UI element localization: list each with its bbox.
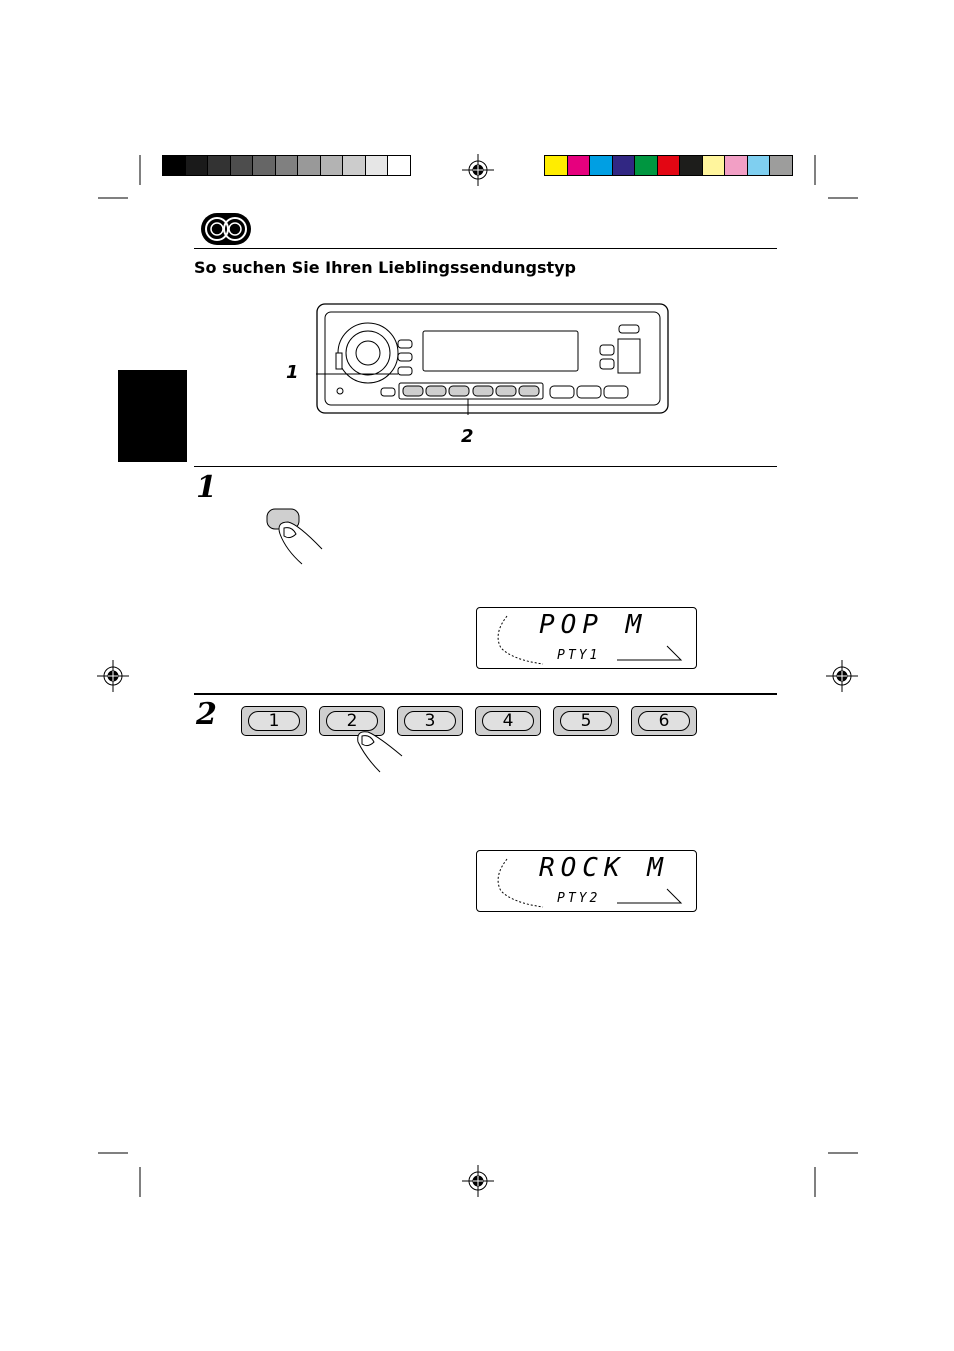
color-swatch [229, 155, 253, 176]
color-swatch [611, 155, 635, 176]
color-swatch [162, 155, 186, 176]
color-swatch [342, 155, 366, 176]
color-swatch [184, 155, 208, 176]
callout-2: 2 [461, 426, 474, 447]
color-swatch [544, 155, 568, 176]
step-2-number: 2 [196, 697, 217, 732]
step1-rule [194, 466, 777, 467]
color-swatch [387, 155, 411, 176]
color-swatch [566, 155, 590, 176]
registration-mark-bottom [462, 1165, 494, 1197]
header-rule [194, 248, 777, 249]
preset-label-6: 6 [638, 711, 690, 731]
color-swatch [589, 155, 613, 176]
callout-1: 1 [286, 362, 299, 383]
preset-button-4[interactable]: 4 [475, 706, 541, 736]
preset-button-3[interactable]: 3 [397, 706, 463, 736]
preset-label-1: 1 [248, 711, 300, 731]
preset-button-5[interactable]: 5 [553, 706, 619, 736]
press-finger-button-icon [266, 508, 323, 565]
section-heading: So suchen Sie Ihren Lieblingssendungstyp [194, 258, 576, 277]
language-tab [118, 370, 187, 462]
display-main-text: ROCK M [539, 853, 669, 883]
color-swatch [724, 155, 748, 176]
display-pty2: ROCK M PTY2 [476, 850, 697, 912]
color-swatch [634, 155, 658, 176]
color-swatch [364, 155, 388, 176]
color-swatch [656, 155, 680, 176]
color-swatch [769, 155, 793, 176]
finger-pressing-icon [357, 731, 403, 773]
registration-mark-right [826, 660, 858, 692]
preset-button-2[interactable]: 2 [319, 706, 385, 736]
preset-label-4: 4 [482, 711, 534, 731]
color-swatch [701, 155, 725, 176]
color-swatch [679, 155, 703, 176]
preset-button-6[interactable]: 6 [631, 706, 697, 736]
display-main-text: POP M [539, 610, 648, 640]
preset-button-1[interactable]: 1 [241, 706, 307, 736]
display-arc-icon [497, 858, 683, 908]
preset-label-2: 2 [326, 711, 378, 731]
rds-logo-icon [201, 213, 251, 245]
color-swatch [297, 155, 321, 176]
registration-mark-left [97, 660, 129, 692]
registration-mark-top [462, 154, 494, 186]
color-swatch [207, 155, 231, 176]
preset-label-3: 3 [404, 711, 456, 731]
display-arc-icon [497, 615, 683, 665]
display-sub-text: PTY1 [557, 648, 601, 663]
step-1-number: 1 [196, 470, 217, 505]
color-swatch [319, 155, 343, 176]
display-sub-text: PTY2 [557, 891, 601, 906]
display-pty1: POP M PTY1 [476, 607, 697, 669]
color-swatch [746, 155, 770, 176]
step2-rule [194, 693, 777, 695]
color-swatch [252, 155, 276, 176]
color-swatch [274, 155, 298, 176]
car-stereo-illustration [316, 303, 669, 415]
preset-label-5: 5 [560, 711, 612, 731]
